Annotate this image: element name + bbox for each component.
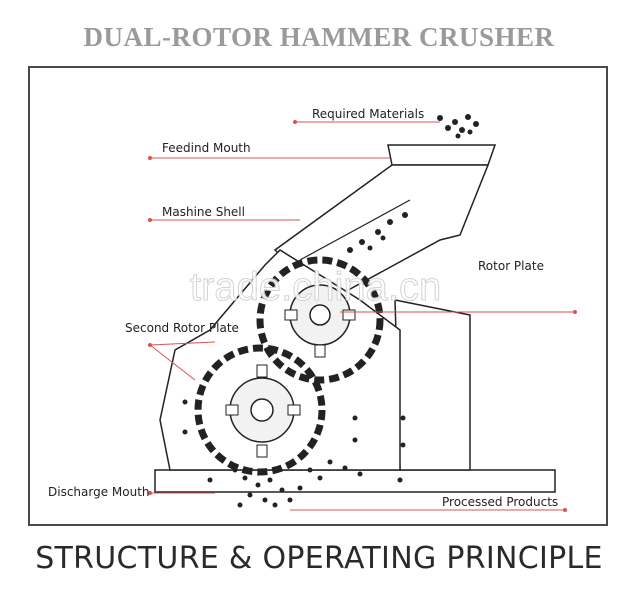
lower-hammer-left — [225, 404, 239, 416]
diagram-caption: STRUCTURE & OPERATING PRINCIPLE — [35, 541, 603, 576]
label-feeding-mouth: Feedind Mouth — [162, 141, 251, 155]
upper-hammer-right — [342, 309, 356, 321]
watermark: trade.china.cn — [190, 265, 441, 309]
processed-particles — [232, 459, 363, 508]
lower-hammer-right — [287, 404, 301, 416]
leader-dots — [148, 120, 577, 512]
chute-inner-line — [299, 199, 411, 261]
diagram-frame — [28, 66, 608, 526]
lower-rotor-hub — [250, 398, 274, 422]
label-rotor-plate-partial: Rotor Plate — [478, 259, 544, 273]
feed-chute — [273, 164, 490, 301]
housing-right — [394, 299, 471, 471]
diagram-title: DUAL-ROTOR HAMMER CRUSHER — [83, 22, 555, 52]
upper-rotor-hub — [309, 304, 331, 326]
label-discharge-mouth: Discharge Mouth — [48, 485, 150, 499]
label-second-rotor-plate: Second Rotor Plate — [125, 321, 239, 335]
lower-hammer-top — [256, 364, 268, 378]
feeding-hopper — [387, 144, 497, 166]
upper-rotor-liner — [256, 256, 384, 384]
leader-lines — [149, 121, 575, 511]
label-required-materials: Required Materials — [312, 107, 424, 121]
lower-hammer-bottom — [256, 444, 268, 458]
upper-hammer-bottom — [314, 344, 326, 358]
lower-rotor-liner — [194, 344, 326, 476]
raw-material-particles — [347, 114, 479, 253]
base-plate — [154, 469, 556, 493]
upper-hammer-left — [284, 309, 298, 321]
label-machine-shell: Mashine Shell — [162, 205, 245, 219]
label-processed-products: Processed Products — [442, 495, 558, 509]
shell-bolts — [182, 399, 406, 483]
